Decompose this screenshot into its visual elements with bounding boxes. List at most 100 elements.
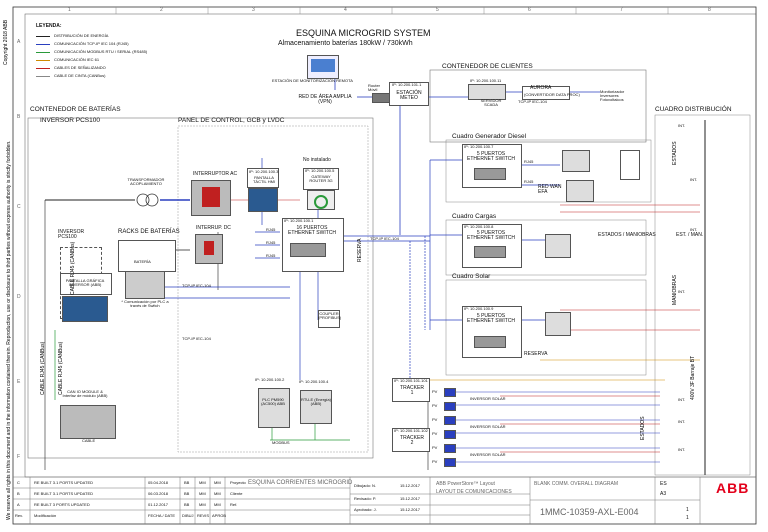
- legend-swatch: [36, 60, 50, 61]
- legend-swatch: [36, 36, 50, 37]
- int-label: INT.: [678, 447, 686, 452]
- rev-drawn: BB: [184, 480, 190, 485]
- legend-item: COMUNICACIÓN IEC 61: [54, 57, 100, 62]
- size: A3: [660, 491, 667, 497]
- rev-date: FECHA / DATE: [148, 513, 176, 518]
- battery-box: [118, 240, 176, 272]
- load-meter-icon: [545, 234, 571, 258]
- project-label: Proyecto: [230, 480, 246, 485]
- col-number: 5: [436, 7, 439, 13]
- doc-number: 1MMC-10359-AXL-E004: [540, 507, 639, 517]
- ref-label: Ref.: [230, 502, 238, 507]
- breaker-ac-icon: [191, 180, 231, 216]
- tracker-1-ip: IP: 10.200.101.101: [394, 378, 428, 383]
- hmi-screen-icon: [248, 188, 278, 212]
- row-letter: A: [17, 39, 21, 45]
- switch-solar-ip: IP: 10.200.100.9: [464, 306, 494, 311]
- legend-swatch: [36, 76, 50, 77]
- row-letter: C: [17, 204, 21, 210]
- legend-item: CABLE DE CINTA (CANBus): [54, 73, 106, 78]
- generator-icon: [620, 150, 640, 180]
- legend-item: COMUNICACIÓN MODBUS RTU / SERIAL (RS485): [54, 49, 148, 54]
- switch-loads-label: 5 PUERTOS ETHERNET SWITCH: [467, 230, 515, 241]
- busbar-label: 400V 3F Barraje BT: [690, 355, 696, 400]
- est-man-label: EST. / MAN.: [676, 232, 704, 238]
- client-label: Cliente: [230, 491, 243, 496]
- reserva-solar-label: RESERVA: [524, 351, 548, 357]
- tcp104-b-label: TCP-IP IEC-104: [182, 336, 211, 341]
- estados-vertical: ESTADOS: [640, 416, 646, 440]
- solar-meter-icon: [545, 312, 571, 336]
- cable-rj45-label: CABLE RJ45 (CANBus): [40, 341, 46, 395]
- wan-label: RED DE ÁREA AMPLIA (VPN): [298, 94, 352, 105]
- plc-icon: [258, 388, 290, 428]
- rev-approved: MM: [214, 502, 221, 507]
- switch-16-icon: [290, 243, 326, 257]
- rtu-ip: IP: 10.200.100.4: [299, 379, 329, 384]
- drawn-by: Dibujado: N.: [354, 483, 377, 488]
- legend-item: DISTRIBUCIÓN DE ENERGÍA: [54, 33, 109, 38]
- rev-desc: Modificación: [34, 513, 57, 518]
- row-letter: B: [17, 114, 21, 120]
- reserva-label: RESERVA: [357, 238, 363, 262]
- rev-drawn: BB: [184, 502, 190, 507]
- screen-abb-icon: [62, 296, 108, 322]
- aurora-label: AURORA: [530, 85, 552, 91]
- aurora-box: [522, 86, 570, 100]
- row-letter: D: [17, 294, 21, 300]
- rev-drawn: DIBUJ: [182, 513, 194, 518]
- estados-vertical: ESTADOS: [672, 141, 678, 165]
- rev-date: 06.03.2018: [148, 491, 169, 496]
- cable-rj45-label: CABLE RJ45 (CANBus): [70, 241, 76, 295]
- int-label: INT.: [678, 289, 686, 294]
- sheet: 1: [686, 507, 689, 513]
- project-name: ESQUINA CORRIENTES MICROGRID: [248, 480, 353, 486]
- rtu-icon: [300, 390, 332, 424]
- rev-code: B: [17, 491, 20, 496]
- switch-loads-icon: [474, 246, 506, 258]
- modbus-label: MODBUS: [272, 440, 290, 445]
- col-number: 6: [528, 7, 531, 13]
- coupler-box: [318, 310, 340, 328]
- col-number: 2: [160, 7, 163, 13]
- pv-panel-icon: [444, 388, 456, 397]
- sheets: 1: [686, 515, 689, 521]
- switch-solar-box: [462, 306, 522, 358]
- legend-swatch: [36, 52, 50, 53]
- pv-panel-icon: [444, 416, 456, 425]
- switch-solar-icon: [474, 336, 506, 348]
- legend-title: LEYENDA:: [36, 23, 62, 29]
- inverter-solar-label: INVERSOR SOLAR: [470, 396, 506, 401]
- rj45-label: RJ45: [266, 253, 276, 258]
- tracker-1-label: TRACKER 1: [400, 385, 424, 396]
- copyright-note: Copyright 2018 ABB: [3, 19, 9, 65]
- abb-logo: ABB: [716, 480, 750, 496]
- int-label: INT.: [690, 177, 698, 182]
- rev-date: 05.04.2018: [148, 480, 169, 485]
- hmi-label: PANTALLA TÁCTIL HMI: [252, 175, 276, 184]
- col-number: 3: [252, 7, 255, 13]
- switch-diesel-box: [462, 144, 522, 188]
- pv-label: PV: [432, 431, 438, 436]
- col-number: 7: [620, 7, 623, 13]
- gateway-box: [303, 168, 339, 190]
- maniobras-vertical: MANIOBRAS: [672, 274, 678, 305]
- remote-station-label: ESTACIÓN DE MONITORIZACIÓN REMOTA: [272, 78, 353, 83]
- weather-label: ESTACIÓN METEO: [396, 90, 422, 101]
- hmi-box: [247, 168, 279, 188]
- rev-approved: MM: [214, 491, 221, 496]
- switch-16-ip: IP: 10.200.100.1: [284, 218, 314, 223]
- rev-approved: MM: [214, 480, 221, 485]
- tcp-note: TCP-IP IEC-104: [518, 99, 547, 104]
- rev-code: Rev.: [15, 513, 23, 518]
- battery-label: BATERÍA: [134, 259, 151, 264]
- rev-desc: RE BUILT 3.1 PORTS UPDATED: [34, 491, 94, 496]
- page-title: ESQUINA MICROGRID SYSTEM: [296, 28, 431, 38]
- lang: ES: [660, 481, 667, 487]
- weather-station: [389, 82, 429, 106]
- switch-solar-label: 5 PUERTOS ETHERNET SWITCH: [467, 313, 515, 324]
- gateway-label: GATEWAY ROUTER 3G: [309, 174, 333, 183]
- wan-device-icon: [566, 180, 594, 202]
- racks-label: RACKS DE BATERÍAS: [118, 229, 180, 235]
- rj45-label: RJ45: [266, 227, 276, 232]
